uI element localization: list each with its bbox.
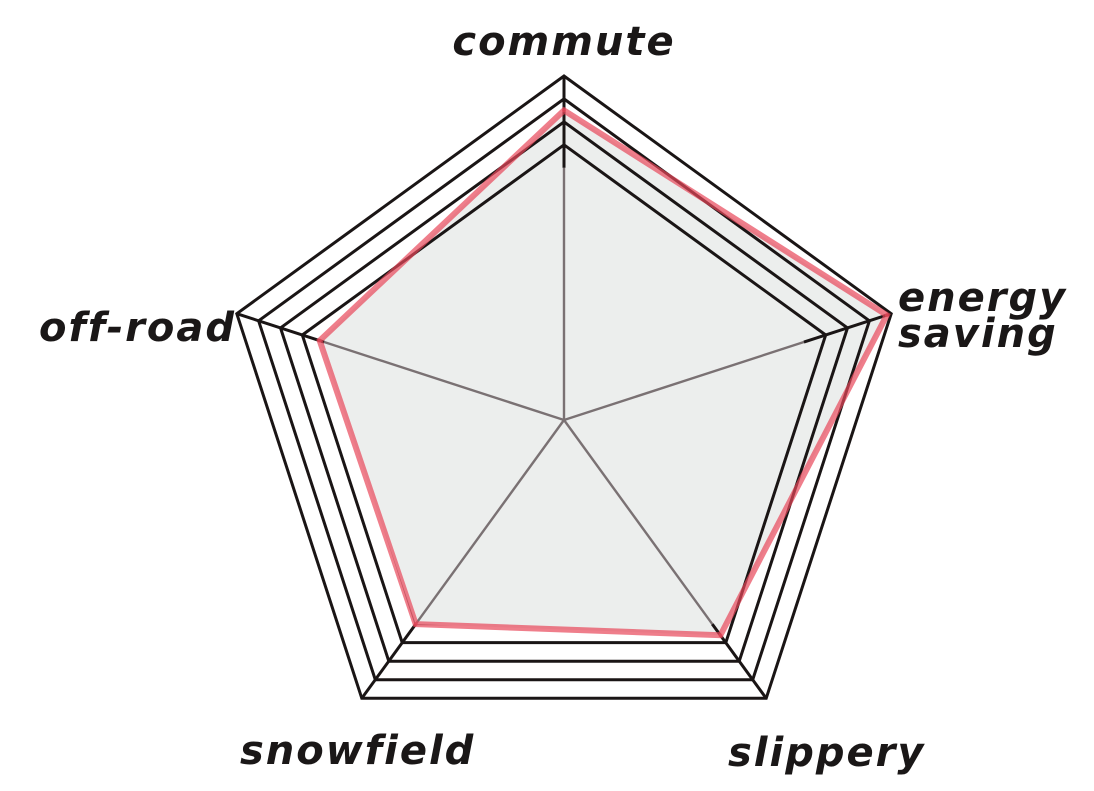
series-outline: [316, 106, 891, 639]
axis-spoke-outer-1: [803, 312, 892, 344]
axis-spoke-inner-1: [563, 340, 805, 422]
axis-label-1-line-0: energy: [898, 275, 1067, 321]
series-line-layer: [316, 106, 891, 639]
axis-label-1-line-1: saving: [898, 311, 1058, 357]
axis-spoke-outer-4: [236, 312, 325, 344]
axis-spoke-outer-3: [360, 623, 417, 700]
grid-ring-14: [256, 97, 872, 682]
grid-ring-12: [300, 142, 828, 645]
axis-spoke-inner-2: [563, 419, 714, 625]
outer-grid: [235, 74, 893, 700]
axis-spoke-inner-4: [323, 340, 565, 422]
axis-label-2-line-0: slippery: [728, 730, 925, 776]
series-area: [319, 110, 887, 636]
axis-label-0: commute: [452, 19, 675, 65]
axis-label-2: slippery: [728, 730, 925, 776]
axis-spoke-inner-3: [414, 419, 565, 625]
data-point-0: [562, 108, 566, 113]
axis-label-4-line-0: off-road: [39, 305, 236, 351]
axis-label-3: snowfield: [240, 728, 475, 774]
axis-label-3-line-0: snowfield: [240, 728, 475, 774]
axis-label-0-line-0: commute: [452, 19, 675, 65]
grid-ring-15: [235, 74, 893, 700]
data-point-3: [413, 622, 418, 627]
data-point-4: [317, 338, 322, 343]
data-point-1: [884, 313, 889, 318]
axis-label-4: off-road: [39, 305, 236, 351]
grid-ring-13: [278, 120, 850, 663]
series-layer: [319, 110, 887, 636]
data-point-2: [718, 633, 723, 638]
